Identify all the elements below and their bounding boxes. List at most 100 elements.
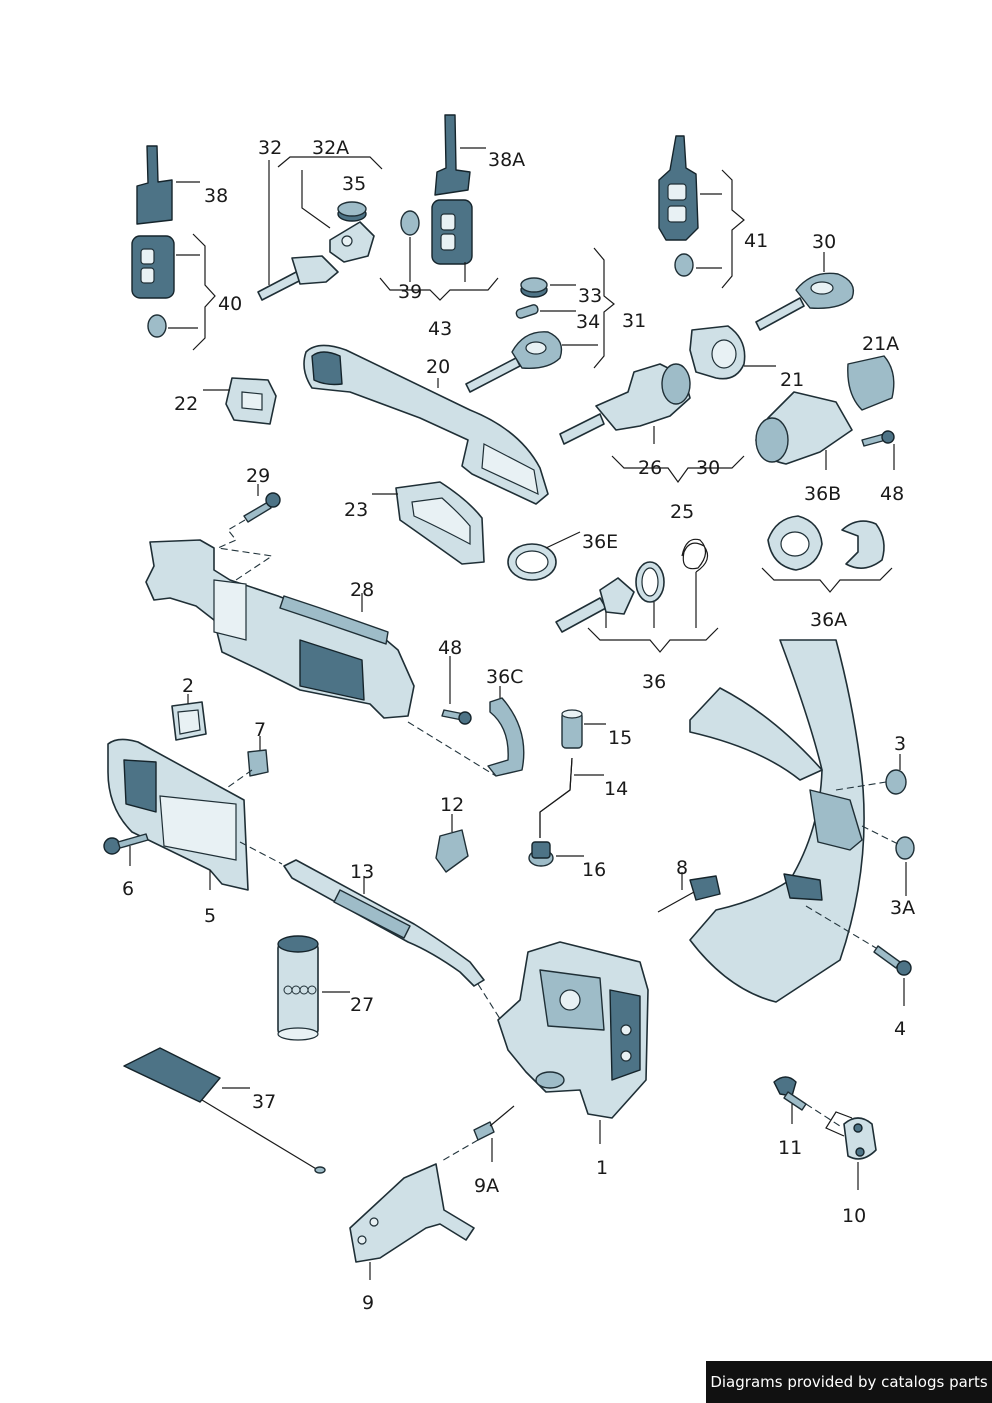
carrier-frame-28 [145,539,415,719]
callout-21: 21 [780,369,804,391]
rod-14 [539,757,573,838]
clip-36C [487,697,525,777]
key-blank-32 [257,255,339,301]
callout-36C: 36C [486,666,523,688]
callout-41: 41 [744,230,768,252]
callout-39: 39 [398,281,422,303]
callout-11: 11 [778,1137,802,1159]
bolt-4 [873,945,912,976]
callout-29: 29 [246,465,270,487]
pin-34 [515,304,539,319]
callout-5: 5 [204,905,216,927]
trim-panel-5 [107,738,249,891]
callout-27: 27 [350,994,374,1016]
callout-36B: 36B [804,483,841,505]
remote-key-41 [658,135,699,277]
callout-38: 38 [204,185,228,207]
callout-7: 7 [254,719,266,741]
cap-35 [337,201,367,222]
lock-barrel-36 [555,561,665,633]
battery-39 [400,210,420,236]
cover-21 [689,325,746,380]
clip-2 [171,701,207,741]
screw-29 [243,492,281,523]
callout-36: 36 [642,671,666,693]
callout-20: 20 [426,356,450,378]
callout-48-mid: 48 [438,637,462,659]
callout-32A: 32A [312,137,349,159]
plug-3 [885,769,907,795]
callout-3: 3 [894,733,906,755]
callout-2: 2 [182,675,194,697]
callout-22: 22 [174,393,198,415]
screw-48-top [861,430,895,447]
screw-48-mid [441,709,472,725]
callout-28: 28 [350,579,374,601]
callout-37: 37 [252,1091,276,1113]
gasket-22 [225,377,277,425]
remote-key-40 [131,235,175,338]
rivet-9A [473,1105,515,1141]
callout-9: 9 [362,1292,374,1314]
door-frame [689,639,865,1003]
striker-plate-10 [825,1111,877,1160]
bolt-11 [773,1076,807,1111]
sleeve-15 [561,709,583,749]
clip-12 [435,829,469,873]
callout-40: 40 [218,293,242,315]
seal-23 [395,481,485,565]
screw-6 [103,833,149,855]
callout-26: 26 [638,457,662,479]
cap-33 [520,277,548,298]
plug-3A [895,836,915,860]
bushing-36A [767,515,885,571]
footer-credit: Diagrams provided by catalogs parts [706,1361,992,1403]
callout-8: 8 [676,857,688,879]
callout-34: 34 [576,311,600,333]
grease-can-27 [277,935,319,1041]
callout-33: 33 [578,285,602,307]
callout-36E: 36E [582,531,618,553]
callout-36A: 36A [810,609,847,631]
callout-3A: 3A [890,897,915,919]
remote-key-43 [431,199,473,265]
callout-13: 13 [350,861,374,883]
tag-37 [123,1047,326,1174]
key-31 [465,331,563,393]
pin-8 [657,875,721,913]
callout-23: 23 [344,499,368,521]
callout-35: 35 [342,173,366,195]
callout-30-top: 30 [812,231,836,253]
callout-38A: 38A [488,149,525,171]
grommet-16 [528,841,554,867]
callout-1: 1 [596,1157,608,1179]
callout-48-top: 48 [880,483,904,505]
transponder-32A [329,221,375,263]
callout-10: 10 [842,1205,866,1227]
key-blade-38 [136,145,173,225]
housing-36B [755,391,853,465]
bracket-9 [349,1163,475,1263]
callout-21A: 21A [862,333,899,355]
callout-15: 15 [608,727,632,749]
callout-31: 31 [622,310,646,332]
callout-9A: 9A [474,1175,499,1197]
ring-36E [507,543,557,581]
callout-32: 32 [258,137,282,159]
key-30-top [755,272,855,331]
door-handle-20 [303,344,549,505]
bowden-cable-13 [283,859,485,987]
key-blade-38A [434,114,471,196]
callout-16: 16 [582,859,606,881]
callout-14: 14 [604,778,628,800]
door-lock-1 [497,941,649,1119]
cap-21A [847,355,895,411]
lock-cylinder-26 [559,363,691,445]
callout-43: 43 [428,318,452,340]
spring-25 [681,538,709,573]
callout-30-mid: 30 [696,457,720,479]
callout-4: 4 [894,1018,906,1040]
callout-25: 25 [670,501,694,523]
callout-6: 6 [122,878,134,900]
